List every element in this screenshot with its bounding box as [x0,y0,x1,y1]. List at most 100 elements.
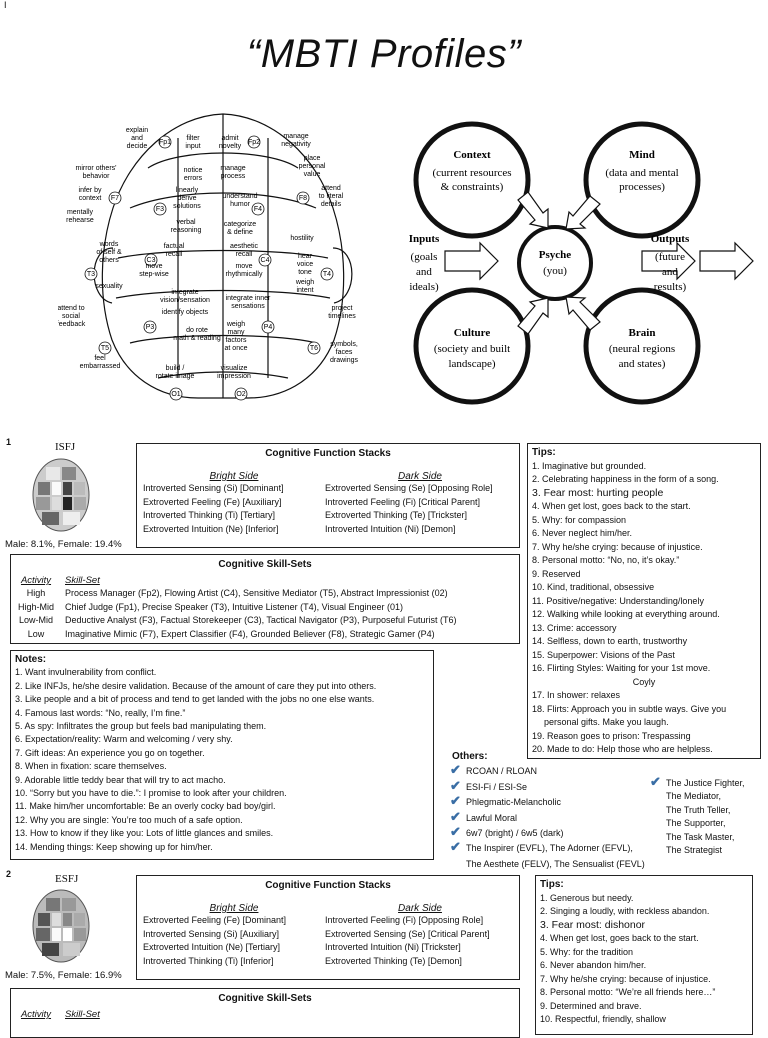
others-item: 6w7 (bright) / 6w5 (dark) [466,828,564,839]
brain-region-label: feel [94,355,106,362]
brain-region-label: words [99,241,119,248]
note-item: 8. When in fixation: scare themselves. [15,761,167,772]
inputs-title: Inputs [409,233,440,245]
skill-level: High [26,588,46,599]
brain-region-label: derive [177,195,196,202]
brain-sub-2: and states) [619,358,666,370]
brain-region-label: project [331,305,352,312]
brain-region-label: errors [184,175,203,182]
brain-region-label: to literal [319,193,344,200]
brain-region-label: details [321,201,342,208]
others-item: RCOAN / RLOAN [466,766,538,777]
brain-region-label: personal [299,163,326,170]
brain-region-label: vision/sensation [160,297,210,304]
function-stacks-box: Cognitive Function Stacks Bright Side In… [136,443,520,548]
tip-item: 13. Crime: accessory [532,622,617,633]
note-item: 5. As spy: Infiltrates the group but fee… [15,721,267,732]
brain-region-label: place [304,155,321,162]
brain-region-label: integrate inner [226,295,271,302]
note-item: 1. Want invulnerability from conflict. [15,667,157,678]
brain-region-label: symbols, [330,341,358,348]
check-icon: ✔ [650,774,661,789]
brain-region-label: weigh [295,279,314,286]
others-item: The Mediator, [666,791,722,802]
brain-region-label: behavior [83,173,111,180]
outputs-sub-1: (future [655,251,685,263]
bright-function: Introverted Thinking (Ti) [Inferior] [143,955,274,966]
dark-function: Extroverted Sensing (Se) [Opposing Role] [325,483,493,493]
inputs-sub-1: (goals [411,251,438,263]
brain-region-label: others [99,257,119,264]
others-item: ESI-Fi / ESI-Se [466,781,528,792]
tip-item: 1. Imaginative but grounded. [532,460,647,471]
context-sub-2: & constraints) [441,181,504,193]
inputs-sub-3: ideals) [409,281,439,293]
brain-region-label: manage [220,165,245,172]
f7-label: F7 [111,195,119,202]
dark-side-heading: Dark Side [398,471,442,482]
note-item: 12. Why you are single: You’re too much … [15,814,243,825]
dark-side-heading: Dark Side [398,903,442,914]
tip-item: 9. Reserved [532,568,581,579]
context-sub-1: (current resources [432,167,511,179]
mind-sub-1: (data and mental [605,167,678,179]
brain-region-label: impression [217,373,251,380]
tip-item: 8. Personal motto: “We’re all friends he… [540,987,716,997]
brain-region-label: process [221,173,246,180]
f4-label: F4 [254,206,262,213]
note-item: 3. Like people and a bit of process and … [15,694,375,705]
context-title: Context [453,149,491,161]
brain-region-label: negativity [281,141,311,148]
check-icon: ✔ [450,793,461,809]
tip-item: 15. Superpower: Visions of the Past [532,649,675,660]
tip-item: 18. Flirts: Approach you in subtle ways.… [532,703,727,714]
brain-region-label: at once [225,345,248,352]
brain-region-label: admit [221,135,238,142]
brain-region-label: do rote [186,327,208,334]
others-item: The Strategist [666,845,723,856]
brain-region-label: timelines [328,313,356,320]
tip-item: 10. Respectful, friendly, shallow [540,1014,666,1024]
psyche-diagram: Context (current resources & constraints… [409,121,754,405]
brain-region-label: recall [166,251,183,258]
dark-function: Introverted Feeling (Fi) [Opposing Role] [325,915,484,925]
tip-item: 6. Never neglect him/her. [532,528,633,538]
tip-item: 5. Why: for the tradition [540,946,634,957]
skill-sets-title: Cognitive Skill-Sets [218,993,312,1004]
brain-region-label: of self & [96,249,122,256]
p3-label: P3 [146,324,155,331]
skill-sets-title: Cognitive Skill-Sets [218,559,312,570]
note-item: 7. Gift ideas: An experience you go on t… [15,747,205,758]
tip-item: Coyly [632,676,656,687]
brain-region-label: aesthetic [230,243,259,250]
fp1-label: Fp1 [159,139,171,146]
tip-item: 4. When get lost, goes back to the start… [540,933,699,943]
note-item: 9. Adorable little teddy bear that will … [15,774,226,785]
brain-region-label: hear [298,253,313,260]
page-marker: I [4,0,7,10]
skill-text: Deductive Analyst (F3), Factual Storekee… [65,615,457,626]
tip-item: 3. Fear most: dishonor [540,918,646,931]
note-item: 14. Mending things: Keep showing up for … [15,841,213,852]
tips-box: Tips: 1. Generous but needy. 2. Singing … [535,875,753,1035]
psyche-sub: (you) [543,265,567,277]
brain-region-label: weigh [226,321,245,328]
note-item: 10. “Sorry but you have to die.”: I prom… [15,788,287,799]
tips-title: Tips: [540,879,564,890]
note-item: 13. How to know if they like you: Lots o… [15,828,274,839]
tip-item: 14. Selfless, down to earth, trustworthy [532,636,688,646]
brain-region-label: sensations [231,303,265,310]
psyche-title: Psyche [539,249,572,261]
tip-item: 19. Reason goes to prison: Trespassing [532,730,691,741]
brain-region-label: solutions [173,203,201,210]
bright-function: Introverted Sensing (Si) [Auxiliary] [143,928,280,939]
brain-region-label: mirror others' [75,165,116,172]
gender-stats: Male: 7.5%, Female: 16.9% [5,970,122,981]
others-item: The Task Master, [666,831,735,842]
brain-region-label: intent [296,287,313,294]
brain-region-label: categorize [224,221,256,228]
brain-region-label: embarrassed [80,363,121,370]
others-section: Others: ✔RCOAN / RLOAN ✔ESI-Fi / ESI-Se … [450,750,645,871]
brain-region-label: and [131,135,143,142]
